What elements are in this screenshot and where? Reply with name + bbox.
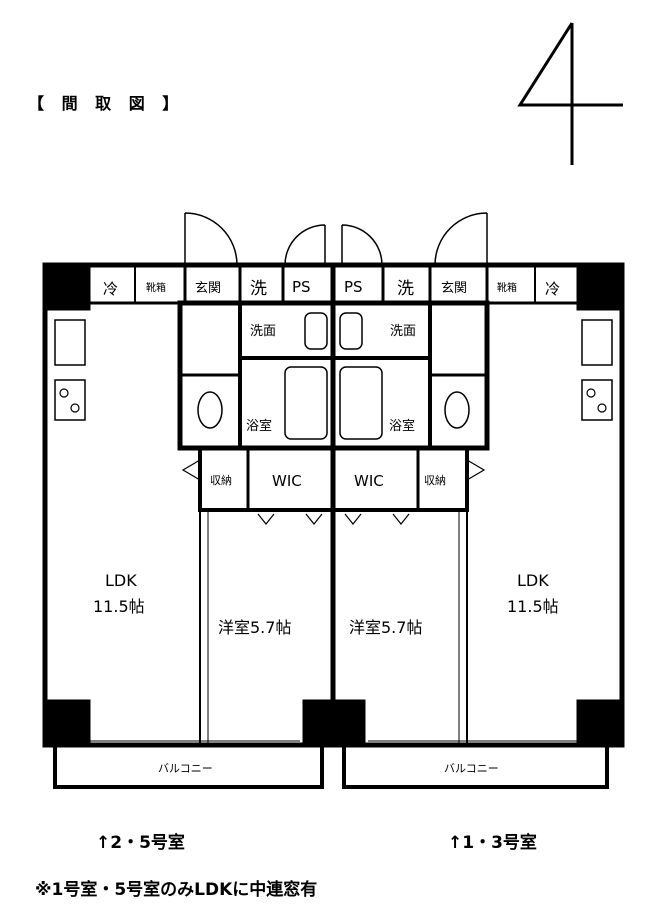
storage-label-right: 収納 — [424, 474, 446, 487]
washroom-label-left: 洗面 — [250, 324, 276, 339]
footnote: ※1号室・5号室のみLDKに中連窓有 — [35, 880, 318, 900]
ldk-size-left: 11.5帖 — [93, 597, 145, 616]
fridge-label-right: 冷 — [545, 280, 560, 298]
wic-label-right: WIC — [354, 472, 384, 490]
floor-plan-header: 【 間 取 図 】 — [28, 94, 185, 113]
ldk-size-right: 11.5帖 — [507, 597, 559, 616]
bath-label-left: 浴室 — [246, 418, 272, 434]
fridge-label-left: 冷 — [103, 280, 118, 298]
unit-label-right: ↑1・3号室 — [448, 833, 537, 853]
ps-label-left: PS — [292, 278, 311, 296]
washer-label-right: 洗 — [397, 279, 414, 299]
wic-label-left: WIC — [272, 472, 302, 490]
bath-label-right: 浴室 — [389, 418, 415, 434]
entrance-label-left: 玄関 — [195, 281, 221, 296]
western-room-left: 洋室5.7帖 — [218, 618, 291, 637]
storage-label-left: 収納 — [210, 474, 232, 487]
washer-label-left: 洗 — [250, 279, 267, 299]
western-room-right: 洋室5.7帖 — [349, 618, 422, 637]
entrance-label-right: 玄関 — [441, 281, 467, 296]
shoe-label-left: 靴箱 — [146, 281, 166, 294]
balcony-label-right: バルコニー — [444, 762, 499, 775]
ldk-label-right: LDK — [517, 571, 549, 590]
balcony-label-left: バルコニー — [158, 762, 213, 775]
shoe-label-right: 靴箱 — [497, 281, 517, 294]
ps-label-right: PS — [344, 278, 363, 296]
washroom-label-right: 洗面 — [390, 324, 416, 339]
floor-number-glyph — [517, 22, 623, 165]
unit-label-left: ↑2・5号室 — [96, 833, 185, 853]
ldk-label-left: LDK — [105, 571, 137, 590]
